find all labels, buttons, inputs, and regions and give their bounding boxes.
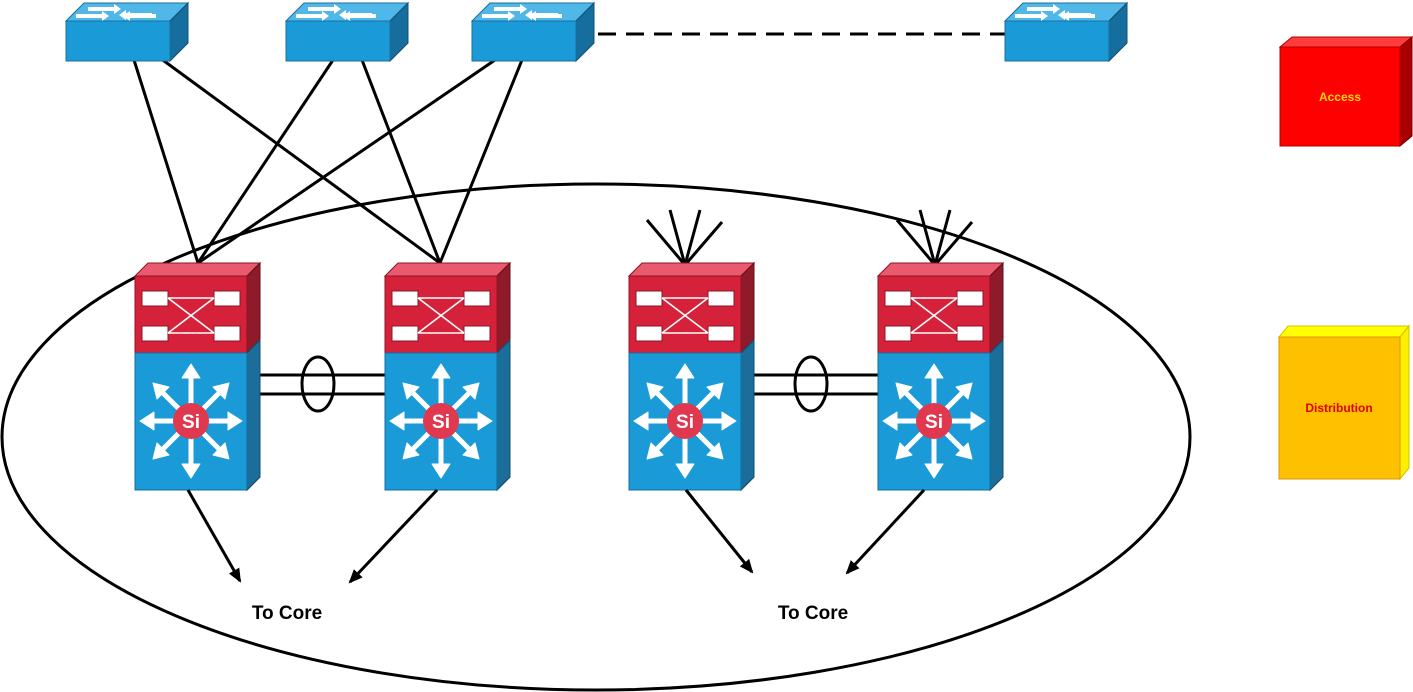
core-arrow: [845, 488, 926, 575]
uplink-line: [196, 59, 335, 264]
fan-line: [668, 209, 687, 266]
uplink-line: [159, 56, 441, 265]
distribution-switch-4[interactable]: [878, 263, 1003, 490]
access-switch-1[interactable]: [65, 2, 189, 62]
access-switch-4[interactable]: [1004, 2, 1128, 62]
uplink-fan: [645, 209, 974, 266]
uplinks: [132, 56, 524, 265]
distribution-switch-2[interactable]: [385, 263, 510, 490]
legend-access: Access: [1278, 35, 1413, 148]
fan-line: [683, 221, 724, 266]
distribution-block-ellipse: [0, 182, 1192, 692]
distribution-switch-1[interactable]: [135, 263, 260, 490]
port-channel-right: [752, 355, 880, 413]
port-channel-left: [258, 355, 386, 413]
fan-line: [645, 219, 687, 266]
distribution-switch-3[interactable]: [629, 263, 754, 490]
uplink-line: [360, 59, 442, 264]
fan-line: [918, 209, 937, 266]
si-badge: Si: [925, 412, 943, 433]
core-arrow: [348, 488, 439, 584]
si-badge: Si: [182, 412, 200, 433]
legend-access-label: Access: [1319, 90, 1361, 104]
core-arrows: [186, 488, 926, 584]
fan-line: [683, 209, 702, 266]
uplink-line: [197, 58, 496, 265]
fan-line: [933, 209, 952, 266]
to-core-label-left: To Core: [252, 603, 322, 624]
fan-line: [895, 219, 937, 266]
core-arrow: [684, 489, 754, 574]
si-badge: Si: [432, 412, 450, 433]
access-switch-3[interactable]: [471, 2, 595, 62]
core-arrow: [186, 489, 242, 583]
fan-line: [933, 221, 974, 266]
legend-distribution-label: Distribution: [1305, 401, 1372, 415]
legend-distribution: Distribution: [1277, 324, 1411, 481]
uplink-line: [132, 59, 200, 264]
to-core-label-right: To Core: [778, 603, 848, 624]
access-switch-2[interactable]: [285, 2, 409, 62]
uplink-line: [438, 59, 524, 264]
si-badge: Si: [676, 412, 694, 433]
